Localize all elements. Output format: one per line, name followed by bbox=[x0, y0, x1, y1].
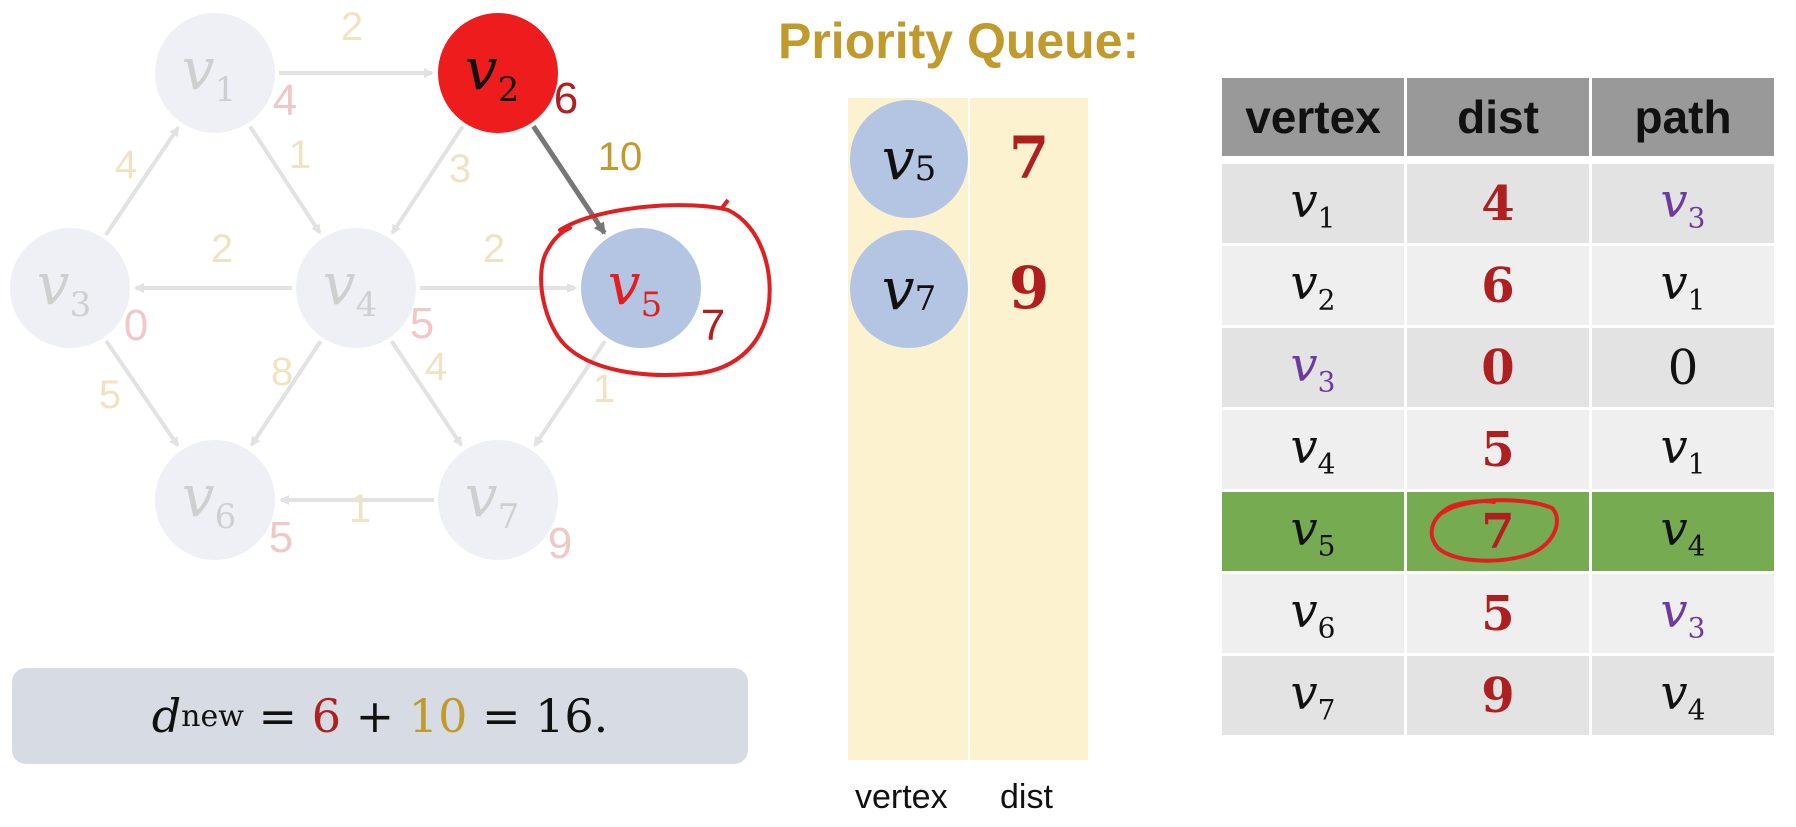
node-v3 bbox=[10, 228, 130, 348]
node-dist-v6: 5 bbox=[269, 513, 293, 562]
formula-term-b: 10 bbox=[408, 689, 468, 743]
node-label-v1: v1 bbox=[182, 35, 236, 110]
table-header-path: path bbox=[1592, 78, 1777, 164]
edge-weight-v7-v6: 1 bbox=[349, 487, 371, 531]
table-cell-vertex: v7 bbox=[1222, 656, 1407, 738]
edge-weight-v1-v2: 2 bbox=[341, 5, 363, 49]
table-cell-dist: 5 bbox=[1407, 574, 1592, 656]
edge-weight-v1-v4: 1 bbox=[289, 133, 311, 177]
table-cell-vertex: v1 bbox=[1222, 164, 1407, 246]
edge-v3-v1 bbox=[104, 126, 180, 237]
node-dist-v1: 4 bbox=[273, 76, 297, 125]
edge-weight-v5-v7: 1 bbox=[593, 367, 615, 411]
table-cell-dist: 9 bbox=[1407, 656, 1592, 738]
edge-weight-v2-v5: 10 bbox=[598, 135, 643, 179]
priority-queue-title: Priority Queue: bbox=[778, 13, 1140, 69]
edge-weight-v3-v1: 4 bbox=[115, 143, 137, 187]
pq-dist-value: 7 bbox=[1008, 124, 1050, 192]
table-cell-path: v3 bbox=[1592, 164, 1777, 246]
highlight-circle-tail bbox=[720, 198, 730, 210]
table-cell-path: v4 bbox=[1592, 492, 1777, 574]
formula-eq2: = bbox=[481, 689, 521, 743]
edge-v4-v6 bbox=[249, 340, 323, 447]
table-cell-vertex: v6 bbox=[1222, 574, 1407, 656]
table-cell-vertex: v3 bbox=[1222, 328, 1407, 410]
table-cell-path: v4 bbox=[1592, 656, 1777, 738]
formula-var: d bbox=[151, 689, 182, 743]
table-cell-path: v1 bbox=[1592, 410, 1777, 492]
table-cell-path: v3 bbox=[1592, 574, 1777, 656]
edge-weight-v4-v6: 8 bbox=[271, 350, 293, 394]
table-cell-dist: 7 bbox=[1407, 492, 1592, 574]
edge-v1-v4 bbox=[248, 125, 322, 235]
pq-dist-value: 9 bbox=[1008, 254, 1050, 322]
table-header-vertex: vertex bbox=[1222, 78, 1407, 164]
edge-v4-v7 bbox=[389, 340, 463, 447]
table-cell-path: 0 bbox=[1592, 328, 1777, 410]
node-v4 bbox=[296, 228, 416, 348]
table-cell-vertex: v5 bbox=[1222, 492, 1407, 574]
node-v7 bbox=[438, 440, 558, 560]
edge-weight-v3-v6: 5 bbox=[99, 373, 121, 417]
edge-weight-v2-v4: 3 bbox=[449, 147, 471, 191]
edge-v3-v6 bbox=[104, 339, 180, 448]
node-v1 bbox=[155, 13, 275, 133]
priority-queue-divider bbox=[968, 98, 970, 760]
table-cell-path: v1 bbox=[1592, 246, 1777, 328]
formula-result: 16. bbox=[535, 689, 609, 743]
table-cell-dist: 0 bbox=[1407, 328, 1592, 410]
node-dist-v3: 0 bbox=[124, 301, 148, 350]
formula-plus: + bbox=[355, 689, 395, 743]
edge-v5-v7 bbox=[533, 339, 607, 447]
edge-weight-v4-v5: 2 bbox=[483, 227, 505, 271]
table-cell-dist: 6 bbox=[1407, 246, 1592, 328]
edge-weight-v4-v3: 2 bbox=[211, 227, 233, 271]
node-v5 bbox=[581, 228, 701, 348]
edge-weight-v4-v7: 4 bbox=[425, 345, 447, 389]
node-label-v3: v3 bbox=[37, 250, 91, 325]
node-dist-v4: 5 bbox=[410, 299, 434, 348]
table-cell-vertex: v4 bbox=[1222, 410, 1407, 492]
node-dist-v2: 6 bbox=[554, 74, 578, 123]
pq-column-label-dist: dist bbox=[1000, 778, 1053, 816]
node-dist-v5: 7 bbox=[701, 301, 725, 350]
table-cell-vertex: v2 bbox=[1222, 246, 1407, 328]
formula-sub: new bbox=[181, 698, 244, 734]
highlight-circle-table-dist bbox=[1429, 498, 1559, 563]
pq-column-label-vertex: vertex bbox=[855, 778, 948, 816]
table-cell-dist: 5 bbox=[1407, 410, 1592, 492]
node-v2 bbox=[438, 13, 558, 133]
node-v6 bbox=[155, 440, 275, 560]
node-dist-v7: 9 bbox=[548, 519, 572, 568]
table-header-dist: dist bbox=[1407, 78, 1592, 164]
highlight-circle-v5 bbox=[539, 203, 772, 377]
formula-eq1: = bbox=[258, 689, 298, 743]
table-header-row: vertex dist path bbox=[1222, 78, 1777, 164]
formula-term-a: 6 bbox=[311, 689, 341, 743]
edge-v2-v4 bbox=[390, 125, 465, 235]
table-cell-dist: 4 bbox=[1407, 164, 1592, 246]
